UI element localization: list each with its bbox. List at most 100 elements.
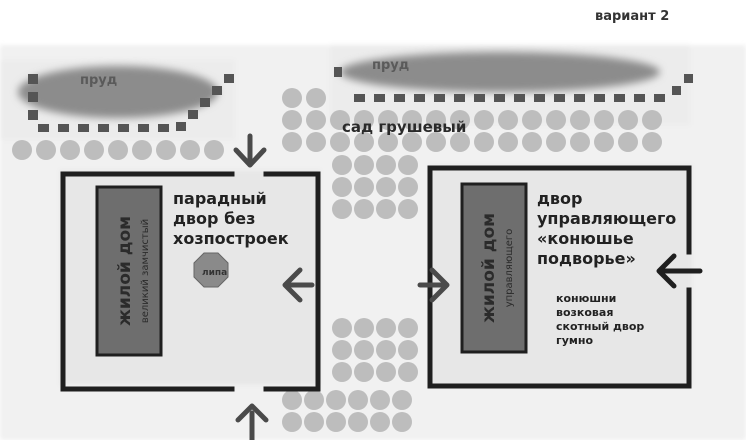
pond-left-label: пруд — [80, 73, 118, 88]
pond-left — [18, 66, 234, 132]
tree-circle — [332, 340, 352, 360]
arrow-bottom-entrance-icon — [235, 403, 269, 440]
tree-circle — [376, 155, 396, 175]
arrow-top-entrance-icon — [233, 133, 267, 168]
tree-circle — [370, 412, 390, 432]
tree-circle — [204, 140, 224, 160]
tree-circle — [594, 132, 614, 152]
right-yard-line: двор — [537, 189, 583, 208]
tree-circle — [402, 132, 422, 152]
tree-circle — [376, 199, 396, 219]
arrow-right-side-entrance-icon — [656, 253, 703, 289]
tree-circle — [426, 110, 446, 130]
left-yard-line: хозпостроек — [173, 229, 289, 248]
right-courtyard-wall — [427, 165, 692, 389]
tree-circle — [378, 132, 398, 152]
tree-circle — [392, 412, 412, 432]
tree-circle — [498, 110, 518, 130]
service-item: скотный двор — [556, 320, 645, 333]
tree-circle — [402, 110, 422, 130]
left-courtyard-wall — [60, 171, 321, 392]
tree-circle — [376, 177, 396, 197]
right-house-title: жилой дом — [479, 213, 499, 323]
right-house-block — [460, 182, 528, 354]
linden-label: липа — [202, 268, 228, 278]
left-house-subtitle: великий замчистый — [140, 219, 151, 323]
tree-circle — [398, 318, 418, 338]
tree-circle — [398, 362, 418, 382]
garden-label: сад грушевый — [342, 118, 467, 136]
tree-circle — [330, 110, 350, 130]
tree-circle — [522, 132, 542, 152]
tree-circle — [332, 318, 352, 338]
tree-circle — [474, 110, 494, 130]
left-yard-line: парадный — [173, 189, 267, 208]
left-house-block — [95, 185, 163, 357]
tree-circle — [398, 155, 418, 175]
tree-circle — [570, 132, 590, 152]
tree-circle — [304, 390, 324, 410]
tree-circle — [354, 340, 374, 360]
tree-circle — [354, 362, 374, 382]
tree-circle — [450, 110, 470, 130]
tree-circle — [376, 340, 396, 360]
pond-right-label: пруд — [372, 58, 410, 73]
tree-circle — [642, 110, 662, 130]
tree-circle — [326, 412, 346, 432]
left-yard-label: парадный двор без хозпостроек — [173, 189, 289, 249]
tree-circle — [304, 412, 324, 432]
tree-circle — [618, 132, 638, 152]
tree-circle — [354, 132, 374, 152]
tree-circle — [348, 412, 368, 432]
tree-circle — [326, 390, 346, 410]
tree-circle — [392, 390, 412, 410]
tree-circle — [332, 177, 352, 197]
tree-circle — [370, 390, 390, 410]
tree-circle — [618, 110, 638, 130]
service-item: возковая — [556, 306, 614, 319]
tree-circle — [132, 140, 152, 160]
variant-label: вариант 2 — [595, 9, 670, 24]
tree-circle — [330, 132, 350, 152]
tree-circle — [354, 177, 374, 197]
tree-circle — [348, 390, 368, 410]
tree-circle — [282, 110, 302, 130]
tree-circle — [282, 390, 302, 410]
pond-right — [334, 52, 693, 102]
services-list: конюшни возковая скотный двор гумно — [556, 292, 644, 348]
right-yard-label: двор управляющего «конюшье подворье» — [537, 189, 676, 269]
tree-circle — [108, 140, 128, 160]
service-item: гумно — [556, 334, 594, 347]
tree-circle — [12, 140, 32, 160]
tree-circle — [546, 132, 566, 152]
tree-circle — [282, 88, 302, 108]
tree-circle — [332, 362, 352, 382]
tree-circle — [378, 110, 398, 130]
right-house-subtitle: управляющего — [504, 229, 515, 308]
tree-circle — [156, 140, 176, 160]
tree-circle — [282, 412, 302, 432]
linden-tree — [193, 252, 229, 288]
tree-circle — [498, 132, 518, 152]
tree-circle — [306, 132, 326, 152]
tree-circle — [474, 132, 494, 152]
right-yard-line: управляющего — [537, 209, 677, 228]
tree-circle — [60, 140, 80, 160]
tree-circle — [522, 110, 542, 130]
tree-circle — [354, 155, 374, 175]
tree-circle — [398, 177, 418, 197]
right-yard-line: подворье» — [537, 249, 636, 268]
tree-circle — [546, 110, 566, 130]
tree-circle — [450, 132, 470, 152]
tree-circle — [376, 318, 396, 338]
arrow-left-yard-icon — [282, 267, 315, 303]
tree-circle — [332, 199, 352, 219]
right-yard-line: «конюшье — [537, 229, 634, 248]
tree-circle — [36, 140, 56, 160]
tree-circle — [354, 318, 374, 338]
service-item: конюшни — [556, 292, 617, 305]
tree-circle — [398, 340, 418, 360]
left-house-title: жилой дом — [115, 216, 135, 326]
tree-circle — [306, 110, 326, 130]
